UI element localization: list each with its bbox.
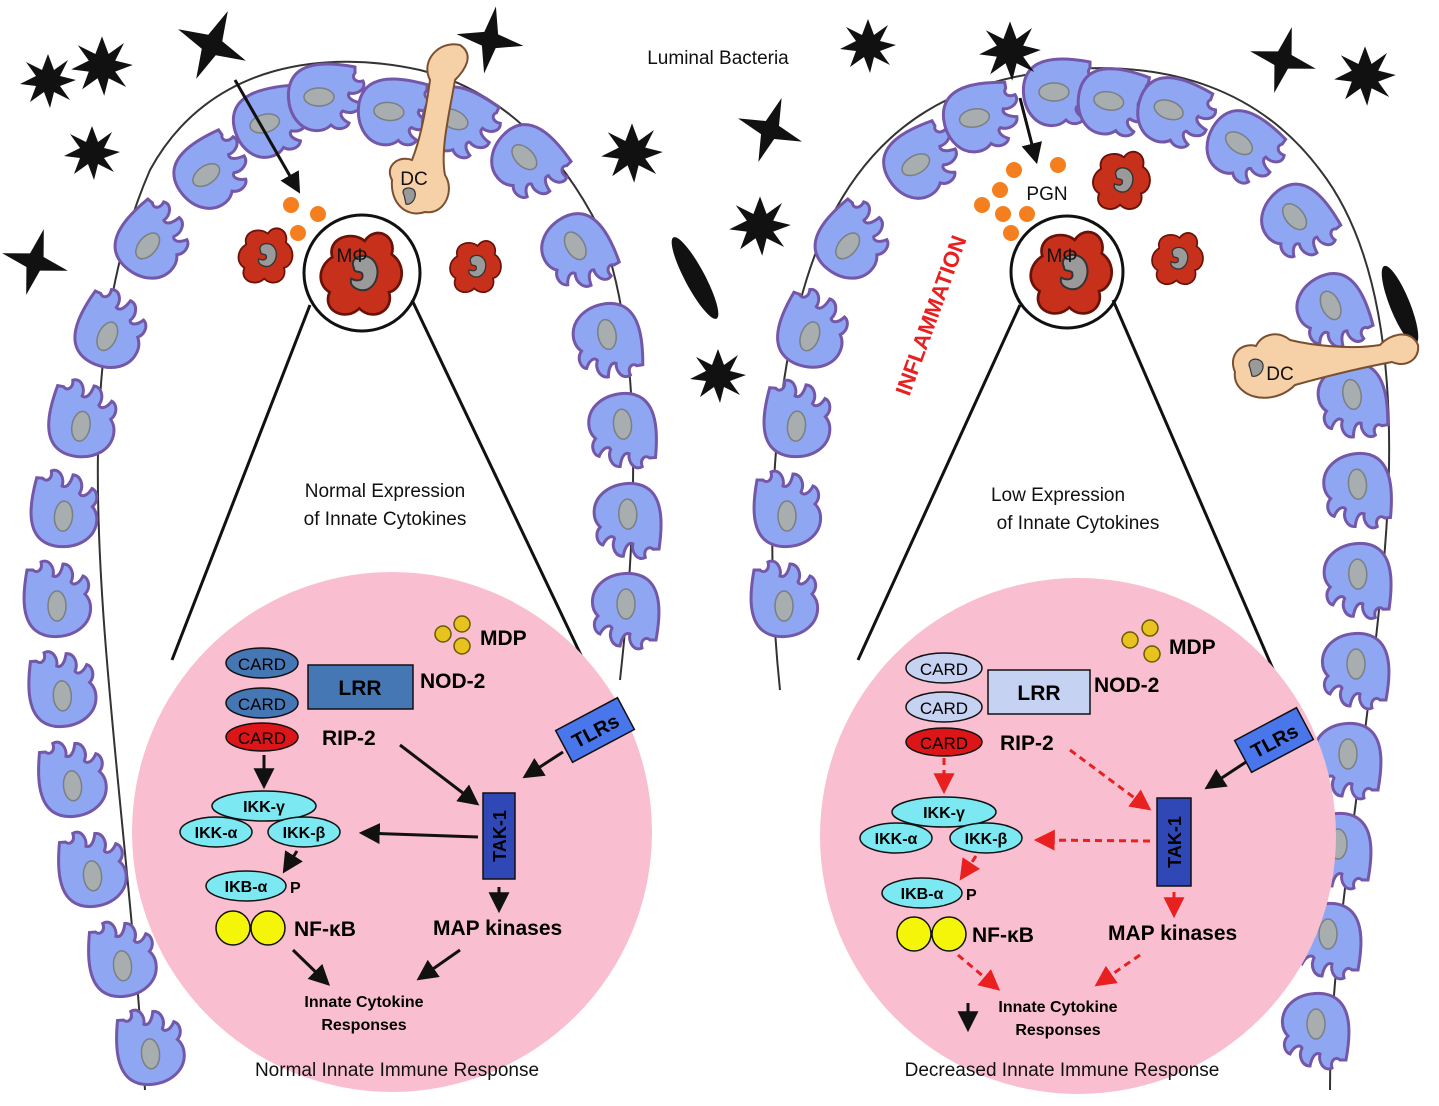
right-pathway: MDP CARD CARD LRR NOD-2 CARD RIP-2 TLRs …: [859, 619, 1315, 1039]
right-macrophage: [1029, 230, 1114, 315]
right-map-kinases: MAP kinases: [1108, 922, 1237, 945]
left-ikk-gamma: IKK-γ: [243, 799, 285, 816]
left-responses-line2: Responses: [321, 1017, 406, 1034]
left-macrophage-small-1: [237, 227, 294, 284]
right-responses-line2: Responses: [1015, 1022, 1100, 1039]
left-tak1: TAK-1: [490, 810, 510, 862]
right-dc-label: DC: [1266, 364, 1293, 385]
left-bacterial-products: [283, 197, 326, 241]
right-macrophage-small-1: [1092, 150, 1151, 210]
left-nod2-label: NOD-2: [420, 670, 485, 693]
left-card-2: CARD: [238, 695, 286, 714]
right-macrophage-small-2: [1151, 232, 1204, 286]
left-expression-line2: of Innate Cytokines: [304, 509, 467, 530]
right-caption: Decreased Innate Immune Response: [905, 1060, 1220, 1081]
left-ikb-alpha: IKB-α: [225, 879, 268, 896]
right-p-label: P: [966, 887, 977, 904]
left-macrophage-label: MΦ: [337, 246, 368, 267]
left-responses-line1: Innate Cytokine: [304, 994, 423, 1011]
right-expression-line2: of Innate Cytokines: [997, 513, 1160, 534]
left-card-1: CARD: [238, 655, 286, 674]
left-macrophage-small-2: [449, 240, 502, 294]
left-ikk-beta: IKK-β: [283, 825, 326, 842]
right-zoom-circle: [1009, 214, 1125, 330]
right-mdp-label: MDP: [1169, 636, 1216, 659]
left-caption: Normal Innate Immune Response: [255, 1060, 539, 1081]
right-card-1: CARD: [920, 660, 968, 679]
right-epithelium: [749, 57, 1396, 1091]
right-tak1: TAK-1: [1165, 816, 1185, 868]
left-bacteria: [0, 0, 746, 403]
right-ikb-alpha: IKB-α: [901, 886, 944, 903]
left-p-label: P: [290, 880, 301, 897]
left-pathway: MDP CARD CARD LRR NOD-2 CARD RIP-2 TLRs …: [179, 615, 636, 1034]
left-ikk-alpha: IKK-α: [195, 825, 238, 842]
right-ikk-beta: IKK-β: [965, 831, 1008, 848]
right-ikk-alpha: IKK-α: [875, 831, 918, 848]
left-expression-line1: Normal Expression: [305, 481, 466, 502]
left-zoom-circle: [302, 213, 422, 333]
right-bacteria: [726, 18, 1419, 345]
left-mdp-label: MDP: [480, 627, 527, 650]
right-pgn-label: PGN: [1026, 184, 1067, 205]
right-nod2-label: NOD-2: [1094, 674, 1159, 697]
left-card-3: CARD: [238, 729, 286, 748]
inflammation-label: INFLAMMATION: [890, 232, 971, 399]
left-lrr: LRR: [338, 677, 381, 700]
left-nfkb-label: NF-κB: [294, 918, 356, 941]
right-pgn-cluster: PGN: [974, 157, 1068, 241]
right-responses-line1: Innate Cytokine: [998, 999, 1117, 1016]
left-rip2-label: RIP-2: [322, 727, 376, 750]
right-nfkb-label: NF-κB: [972, 924, 1034, 947]
left-map-kinases: MAP kinases: [433, 917, 562, 940]
right-expression-line1: Low Expression: [991, 485, 1125, 506]
left-dc: DC: [389, 43, 469, 215]
left-dc-label: DC: [400, 169, 427, 190]
right-card-3: CARD: [920, 734, 968, 753]
right-ikk-gamma: IKK-γ: [923, 805, 965, 822]
right-rip2-label: RIP-2: [1000, 732, 1054, 755]
right-dc: DC: [1232, 333, 1420, 399]
right-card-2: CARD: [920, 699, 968, 718]
left-epithelium: [22, 60, 664, 1091]
right-macrophage-label: MΦ: [1047, 246, 1078, 267]
luminal-bacteria-label: Luminal Bacteria: [647, 48, 789, 69]
right-lrr: LRR: [1017, 682, 1060, 705]
